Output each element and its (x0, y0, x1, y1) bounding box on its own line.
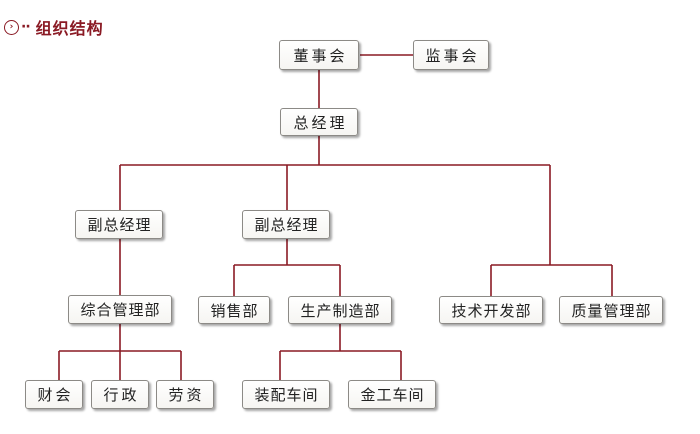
node-metalwork-workshop: 金工车间 (348, 380, 436, 409)
section-title: 组织结构 (35, 19, 104, 38)
circle-arrow-icon: › (4, 19, 19, 35)
node-deputy-gm-1: 副总经理 (75, 210, 163, 239)
node-sales: 销售部 (198, 296, 270, 324)
node-general-manager: 总经理 (280, 108, 358, 136)
node-assembly-workshop: 装配车间 (242, 380, 330, 409)
node-quality: 质量管理部 (559, 296, 663, 324)
section-header: › ·· 组织结构 (4, 14, 104, 40)
node-production: 生产制造部 (288, 296, 392, 324)
node-general-management: 综合管理部 (68, 295, 172, 324)
dots-icon: ·· (21, 19, 31, 35)
node-deputy-gm-2: 副总经理 (242, 210, 330, 239)
node-tech-dev: 技术开发部 (439, 296, 543, 324)
node-finance: 财会 (25, 380, 83, 409)
node-board: 董事会 (279, 40, 359, 70)
node-supervisory-board: 监事会 (413, 40, 489, 70)
node-admin: 行政 (91, 380, 149, 409)
node-labor: 劳资 (156, 380, 214, 409)
